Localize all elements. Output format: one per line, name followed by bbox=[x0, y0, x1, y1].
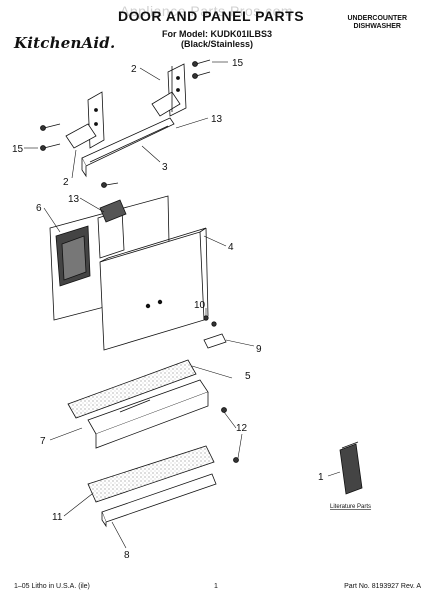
handle-block bbox=[203, 315, 227, 349]
callout-4: 4 bbox=[228, 242, 234, 253]
toe-panel-insulation bbox=[87, 445, 215, 503]
watermark: Appliance Parts Pros.com bbox=[120, 3, 294, 19]
screw-group-lower bbox=[221, 407, 239, 463]
callout-2-upper: 2 bbox=[131, 64, 137, 75]
brand-logo: KitchenAid. bbox=[14, 34, 116, 52]
lower-kickplate-bracket bbox=[67, 359, 209, 449]
callout-5: 5 bbox=[245, 371, 251, 382]
leader-lines bbox=[24, 61, 341, 549]
callout-2-left: 2 bbox=[63, 177, 69, 188]
hinge-rail bbox=[81, 117, 175, 178]
section-line1: UNDERCOUNTER bbox=[347, 15, 408, 22]
hinge-bracket-left bbox=[65, 91, 105, 149]
callout-13-left: 13 bbox=[68, 194, 80, 205]
callout-15-upper: 15 bbox=[232, 58, 244, 69]
footer-litho: 1–05 Litho in U.S.A. (ile) bbox=[14, 583, 90, 590]
footer-part-number: Part No. 8193927 Rev. A bbox=[344, 583, 421, 590]
callout-13-upper: 13 bbox=[211, 114, 223, 125]
page-title: DOOR AND PANEL PARTS bbox=[118, 8, 305, 24]
callout-12: 12 bbox=[236, 423, 248, 434]
model-variant: (Black/Stainless) bbox=[180, 39, 254, 49]
callout-11: 11 bbox=[52, 512, 63, 523]
literature-parts-label: Literature Parts bbox=[330, 504, 371, 510]
callout-9: 9 bbox=[256, 344, 262, 355]
screw-group-upper-right bbox=[192, 59, 211, 79]
section-label: UNDERCOUNTER DISHWASHER bbox=[348, 15, 408, 31]
callout-6: 6 bbox=[36, 203, 42, 214]
literature-booklet-icon bbox=[339, 441, 363, 495]
callout-15-left: 15 bbox=[12, 144, 24, 155]
model-line: For Model: KUDK01ILBS3 bbox=[162, 29, 273, 39]
callout-1: 1 bbox=[318, 472, 324, 483]
callout-8: 8 bbox=[124, 550, 130, 561]
callout-7: 7 bbox=[40, 436, 46, 447]
footer-page-number: 1 bbox=[214, 583, 218, 590]
section-line2: DISHWASHER bbox=[353, 23, 401, 30]
model-info: For Model: KUDK01ILBS3 (Black/Stainless) bbox=[162, 29, 272, 49]
hinge-bracket-upper-right bbox=[151, 63, 187, 117]
callout-3: 3 bbox=[162, 162, 168, 173]
toe-panel bbox=[101, 473, 217, 528]
screw-rail bbox=[101, 182, 119, 188]
screw-group-left bbox=[40, 123, 61, 151]
callout-10: 10 bbox=[194, 300, 206, 311]
